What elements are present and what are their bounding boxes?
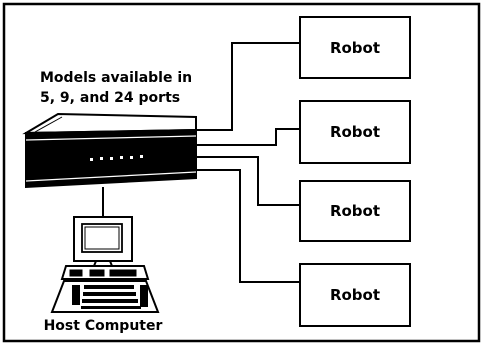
- models-note-line1: Models available in: [40, 70, 192, 86]
- host-computer-icon: [50, 216, 160, 313]
- hub-port-lights: [90, 155, 143, 161]
- cable-robot-1: [196, 42, 300, 131]
- robot-label: Robot: [330, 286, 380, 304]
- robot-label: Robot: [330, 202, 380, 220]
- cable-robot-4: [196, 169, 300, 283]
- cable-robot-2: [196, 128, 300, 146]
- robot-label: Robot: [330, 123, 380, 141]
- robot-box-2: Robot: [299, 100, 411, 164]
- cable-robot-3: [196, 156, 300, 206]
- robot-label: Robot: [330, 39, 380, 57]
- models-note-line2: 5, 9, and 24 ports: [40, 90, 180, 106]
- robot-box-3: Robot: [299, 180, 411, 242]
- monitor-screen: [81, 223, 123, 253]
- host-computer-label: Host Computer: [44, 318, 163, 334]
- connection-lines: [102, 42, 300, 283]
- multiport-hub: [22, 112, 197, 189]
- robot-box-1: Robot: [299, 16, 411, 79]
- keyboard-keys: [72, 285, 148, 309]
- robot-box-4: Robot: [299, 263, 411, 327]
